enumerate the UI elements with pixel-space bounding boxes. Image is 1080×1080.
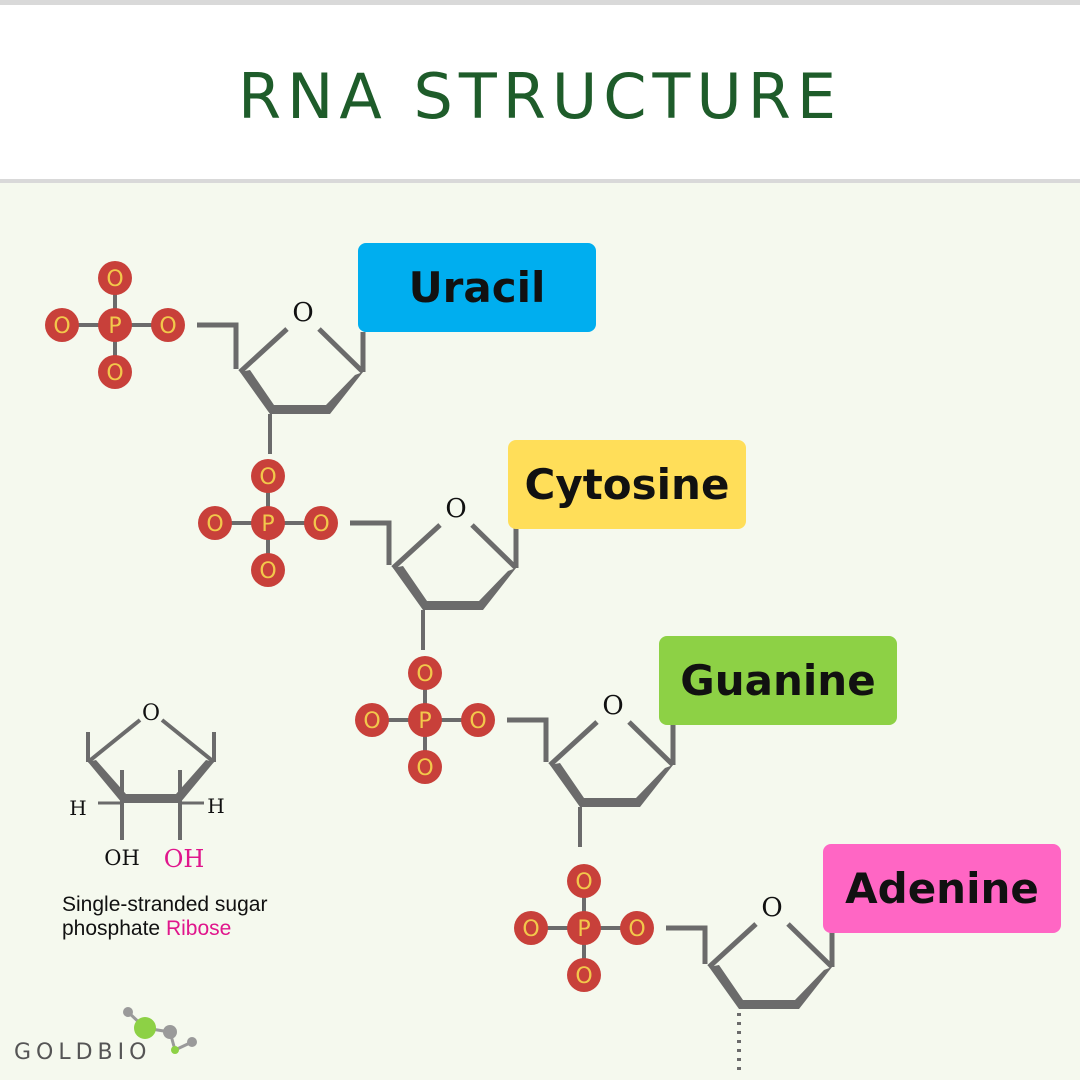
phosphorus-atom-label: P (108, 314, 121, 339)
oxygen-atom (408, 656, 442, 690)
backbone-bond (350, 520, 392, 565)
ribose-caption-accent: Ribose (165, 917, 232, 940)
phosphorus-atom-label: P (577, 917, 590, 942)
h-right-label: H (207, 794, 224, 818)
oxygen-atom (251, 459, 285, 493)
oxygen-atom (620, 911, 654, 945)
ring-oxygen-label: O (602, 691, 623, 721)
oxygen-atom-label: O (575, 870, 592, 895)
ring-oxygen-label: O (292, 298, 313, 328)
oxygen-atom-label: O (363, 709, 380, 734)
ring-bond (391, 523, 442, 570)
backbone-bond (197, 322, 239, 369)
oxygen-atom-label: O (575, 964, 592, 989)
goldbio-logo-text: GOLDBIO (14, 1040, 152, 1065)
oxygen-atom (355, 703, 389, 737)
oxygen-atom (461, 703, 495, 737)
phosphorus-atom (251, 506, 285, 540)
oxygen-atom-label: O (628, 917, 645, 942)
ring-bond (317, 327, 365, 374)
oxygen-atom-label: O (522, 917, 539, 942)
ring-oxygen-label: O (761, 893, 782, 923)
oxygen-atom-label: O (312, 512, 329, 537)
oxygen-atom-label: O (106, 361, 123, 386)
phosphorus-atom (408, 703, 442, 737)
ring-bond (548, 720, 599, 767)
oxygen-atom-label: O (53, 314, 70, 339)
phosphorus-atom (567, 911, 601, 945)
oxygen-atom (251, 553, 285, 587)
oxygen-atom (567, 958, 601, 992)
ring-oxygen-label: O (445, 494, 466, 524)
oxygen-atom-label: O (106, 267, 123, 292)
oxygen-atom (45, 308, 79, 342)
oxygen-atom (408, 750, 442, 784)
oxygen-atom-label: O (259, 465, 276, 490)
oxygen-atom-label: O (469, 709, 486, 734)
ring-bond (707, 922, 758, 969)
ring-bond (470, 523, 518, 570)
oxygen-atom-label: O (416, 756, 433, 781)
oxygen-atom (98, 261, 132, 295)
header-bar: RNA STRUCTURE (0, 0, 1080, 183)
ring-bottom-bold (88, 760, 214, 803)
ring-bond (86, 718, 142, 764)
oxygen-atom-label: O (259, 559, 276, 584)
backbone-bond (507, 717, 549, 762)
h-left-label: H (69, 796, 86, 820)
base-label-adenine: Adenine (823, 844, 1061, 933)
oxygen-atom-label: O (159, 314, 176, 339)
oxygen-atom (514, 911, 548, 945)
ribose-caption-text: Single-stranded sugar phosphate (62, 893, 268, 940)
oxygen-atom (567, 864, 601, 898)
ring-bond (786, 922, 834, 969)
page-title: RNA STRUCTURE (237, 60, 843, 133)
ring-oxygen-label: O (142, 701, 160, 726)
oh-left-label: OH (104, 846, 140, 870)
oxygen-atom (98, 355, 132, 389)
oxygen-atom (151, 308, 185, 342)
ring-bond (238, 327, 289, 374)
base-label-cytosine: Cytosine (508, 440, 746, 529)
oh-right-label: OH (164, 845, 205, 873)
ring-bottom-bold (393, 566, 516, 610)
oxygen-atom-label: O (206, 512, 223, 537)
ring-bottom-bold (550, 763, 673, 807)
ring-bottom-bold (709, 965, 832, 1009)
ring-bond (160, 718, 216, 764)
phosphorus-atom-label: P (261, 512, 274, 537)
base-label-guanine: Guanine (659, 636, 897, 725)
oxygen-atom (304, 506, 338, 540)
ring-bond (627, 720, 675, 767)
phosphorus-atom-label: P (418, 709, 431, 734)
base-label-uracil: Uracil (358, 243, 596, 332)
ribose-caption: Single-stranded sugar phosphate Ribose (62, 893, 322, 941)
backbone-bond (666, 925, 708, 964)
oxygen-atom-label: O (416, 662, 433, 687)
ring-bottom-bold (240, 370, 363, 414)
oxygen-atom (198, 506, 232, 540)
phosphorus-atom (98, 308, 132, 342)
